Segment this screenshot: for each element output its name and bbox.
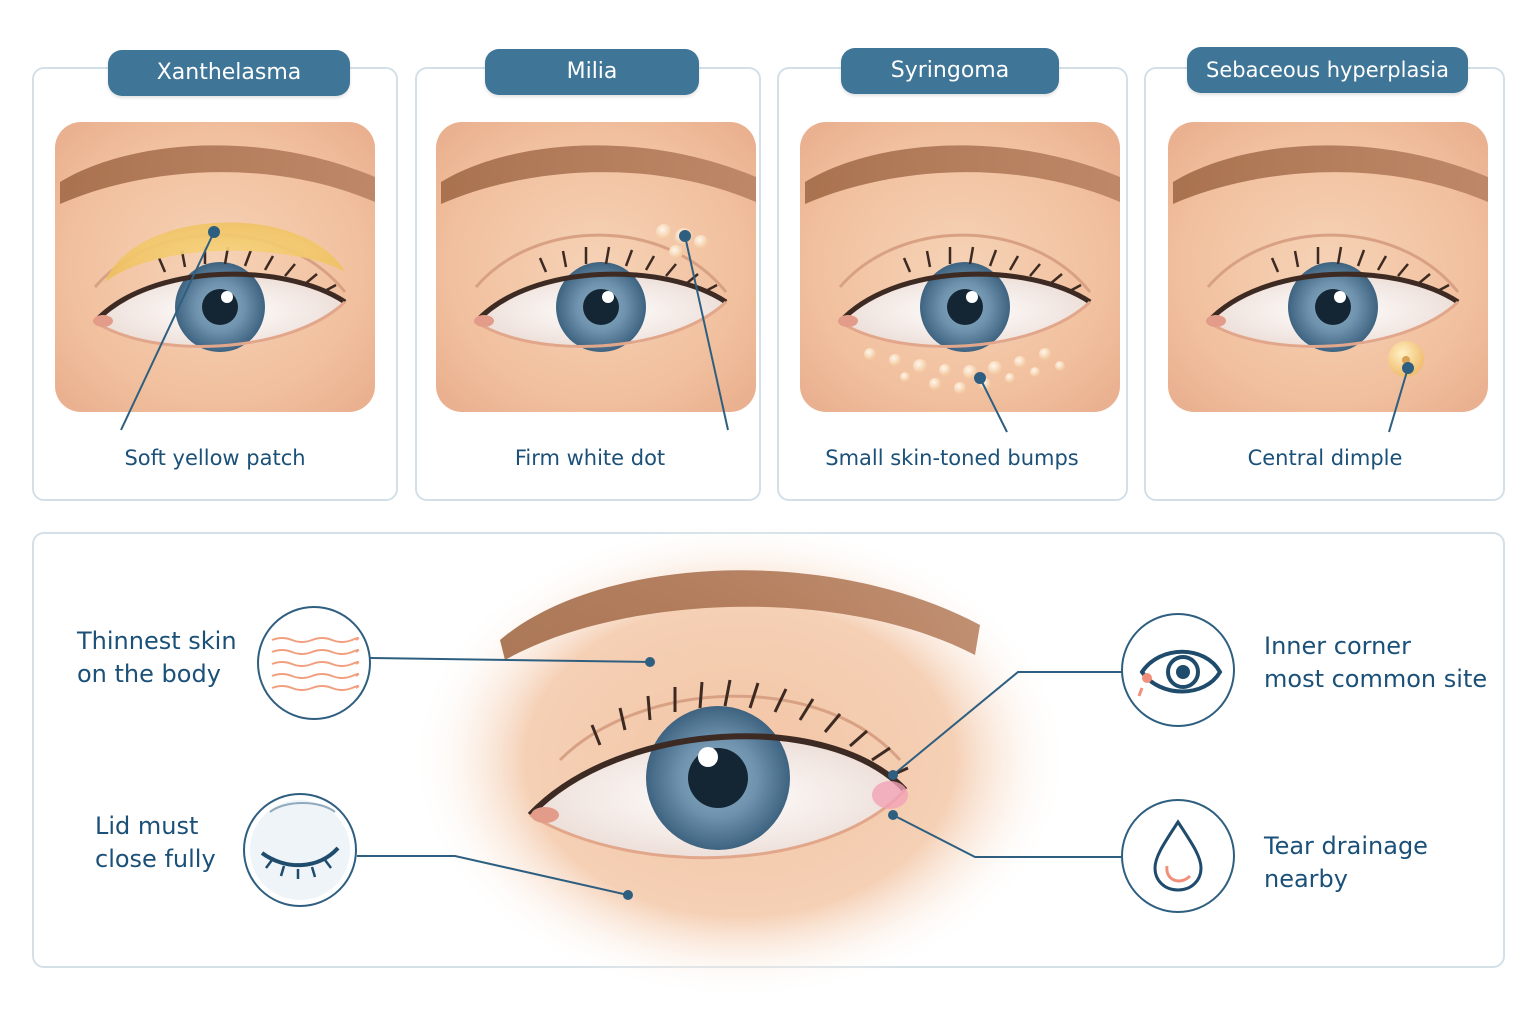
condition-title-syringoma: Syringoma bbox=[841, 48, 1059, 94]
callout-tear-drainage: Tear drainage nearby bbox=[1264, 832, 1428, 893]
closed-eye-icon bbox=[243, 793, 357, 907]
callout-thinnest-skin: Thinnest skin on the body bbox=[77, 627, 237, 688]
condition-title-sebaceous-hyperplasia: Sebaceous hyperplasia bbox=[1187, 47, 1468, 93]
eyebrow bbox=[500, 570, 980, 660]
yellow-patch bbox=[105, 222, 345, 282]
tear-drop-icon bbox=[1121, 799, 1235, 913]
callout-lines bbox=[357, 657, 1122, 896]
top-pointer-lines bbox=[120, 226, 1414, 433]
milia-dot bbox=[656, 224, 672, 240]
milia-eye-illustration bbox=[436, 122, 756, 412]
condition-caption-milia: Firm white dot bbox=[514, 446, 666, 470]
callout-lid-close: Lid must close fully bbox=[95, 812, 216, 873]
xanthelasma-eye-illustration bbox=[55, 122, 375, 412]
syringoma-eye-illustration bbox=[800, 122, 1120, 412]
milia-dot bbox=[669, 245, 683, 259]
condition-title-milia: Milia bbox=[485, 49, 699, 95]
sebaceous-hyperplasia-eye-illustration bbox=[1168, 122, 1488, 412]
condition-caption-syringoma: Small skin-toned bumps bbox=[825, 446, 1079, 470]
milia-dot bbox=[694, 235, 708, 249]
callout-inner-corner: Inner corner most common site bbox=[1264, 632, 1488, 693]
eye-inner-corner-icon bbox=[1121, 613, 1235, 727]
skin-layers-icon bbox=[257, 606, 371, 720]
condition-caption-xanthelasma: Soft yellow patch bbox=[124, 446, 306, 470]
condition-caption-sebaceous-hyperplasia: Central dimple bbox=[1247, 446, 1403, 470]
condition-title-xanthelasma: Xanthelasma bbox=[108, 50, 350, 96]
syringoma-bumps bbox=[864, 348, 1065, 394]
inner-corner bbox=[872, 781, 908, 809]
